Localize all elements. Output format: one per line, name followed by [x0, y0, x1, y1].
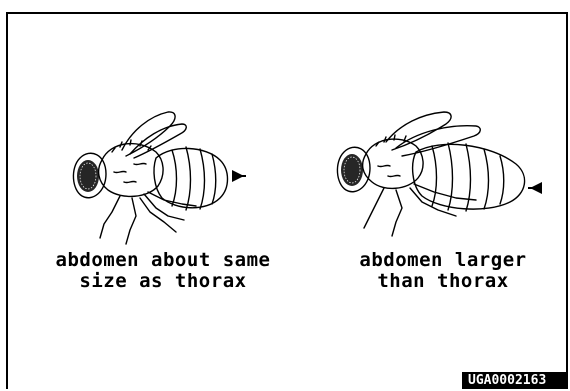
image-id-badge: UGA0002163 [462, 372, 568, 389]
caption-small-abdomen: abdomen about same size as thorax [18, 250, 308, 292]
caption-line: abdomen larger [328, 250, 558, 271]
caption-line: than thorax [328, 271, 558, 292]
caption-line: size as thorax [18, 271, 308, 292]
caption-line: abdomen about same [18, 250, 308, 271]
caption-large-abdomen: abdomen larger than thorax [328, 250, 558, 292]
fly-illustration-small-abdomen [60, 112, 260, 252]
fly-illustration-large-abdomen [330, 112, 550, 252]
